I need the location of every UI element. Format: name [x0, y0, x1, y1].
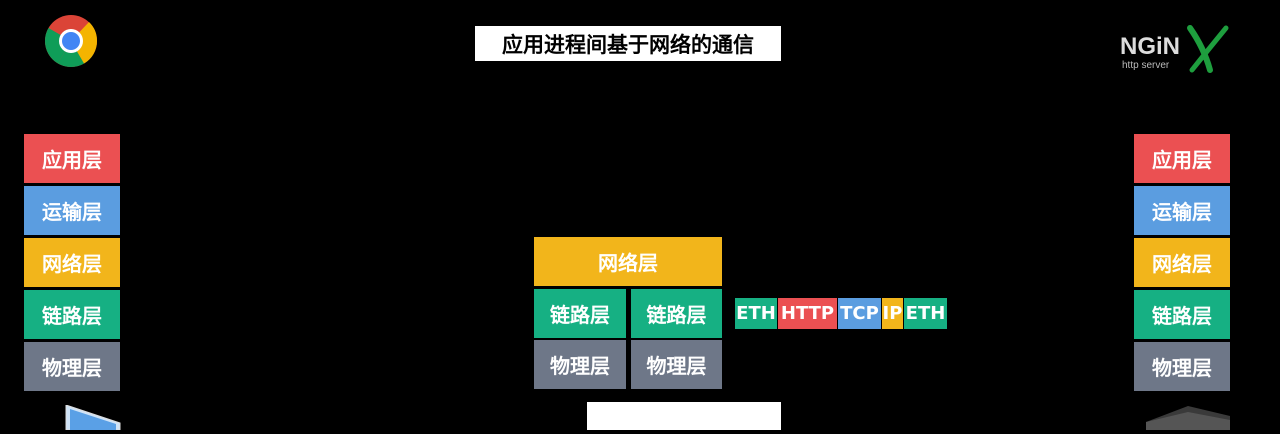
server-icon [1146, 406, 1230, 430]
server-application-layer: 应用层 [1134, 134, 1230, 183]
packet-eth-header: ETH [735, 298, 777, 329]
chrome-logo-icon [44, 14, 98, 68]
client-network-layer: 网络层 [24, 238, 120, 287]
packet-ip: IP [882, 298, 903, 329]
router-physical-layer-left: 物理层 [534, 340, 626, 389]
client-application-layer: 应用层 [24, 134, 120, 183]
packet-eth-trailer: ETH [904, 298, 947, 329]
router-physical-layer-right: 物理层 [631, 340, 722, 389]
router-network-layer: 网络层 [534, 237, 722, 286]
router-link-layer-left: 链路层 [534, 289, 626, 338]
router-link-layer-right: 链路层 [631, 289, 722, 338]
router-device [587, 402, 781, 430]
server-link-layer: 链路层 [1134, 290, 1230, 339]
client-physical-layer: 物理层 [24, 342, 120, 391]
client-transport-layer: 运输层 [24, 186, 120, 235]
laptop-icon [60, 404, 130, 431]
page-title: 应用进程间基于网络的通信 [475, 26, 781, 61]
client-link-layer: 链路层 [24, 290, 120, 339]
server-physical-layer: 物理层 [1134, 342, 1230, 391]
server-transport-layer: 运输层 [1134, 186, 1230, 235]
server-network-layer: 网络层 [1134, 238, 1230, 287]
packet-tcp: TCP [838, 298, 881, 329]
packet-http: HTTP [778, 298, 837, 329]
svg-text:NGiN: NGiN [1120, 33, 1180, 60]
nginx-logo-icon: NGiN http server [1118, 22, 1248, 76]
svg-text:http server: http server [1122, 60, 1170, 71]
